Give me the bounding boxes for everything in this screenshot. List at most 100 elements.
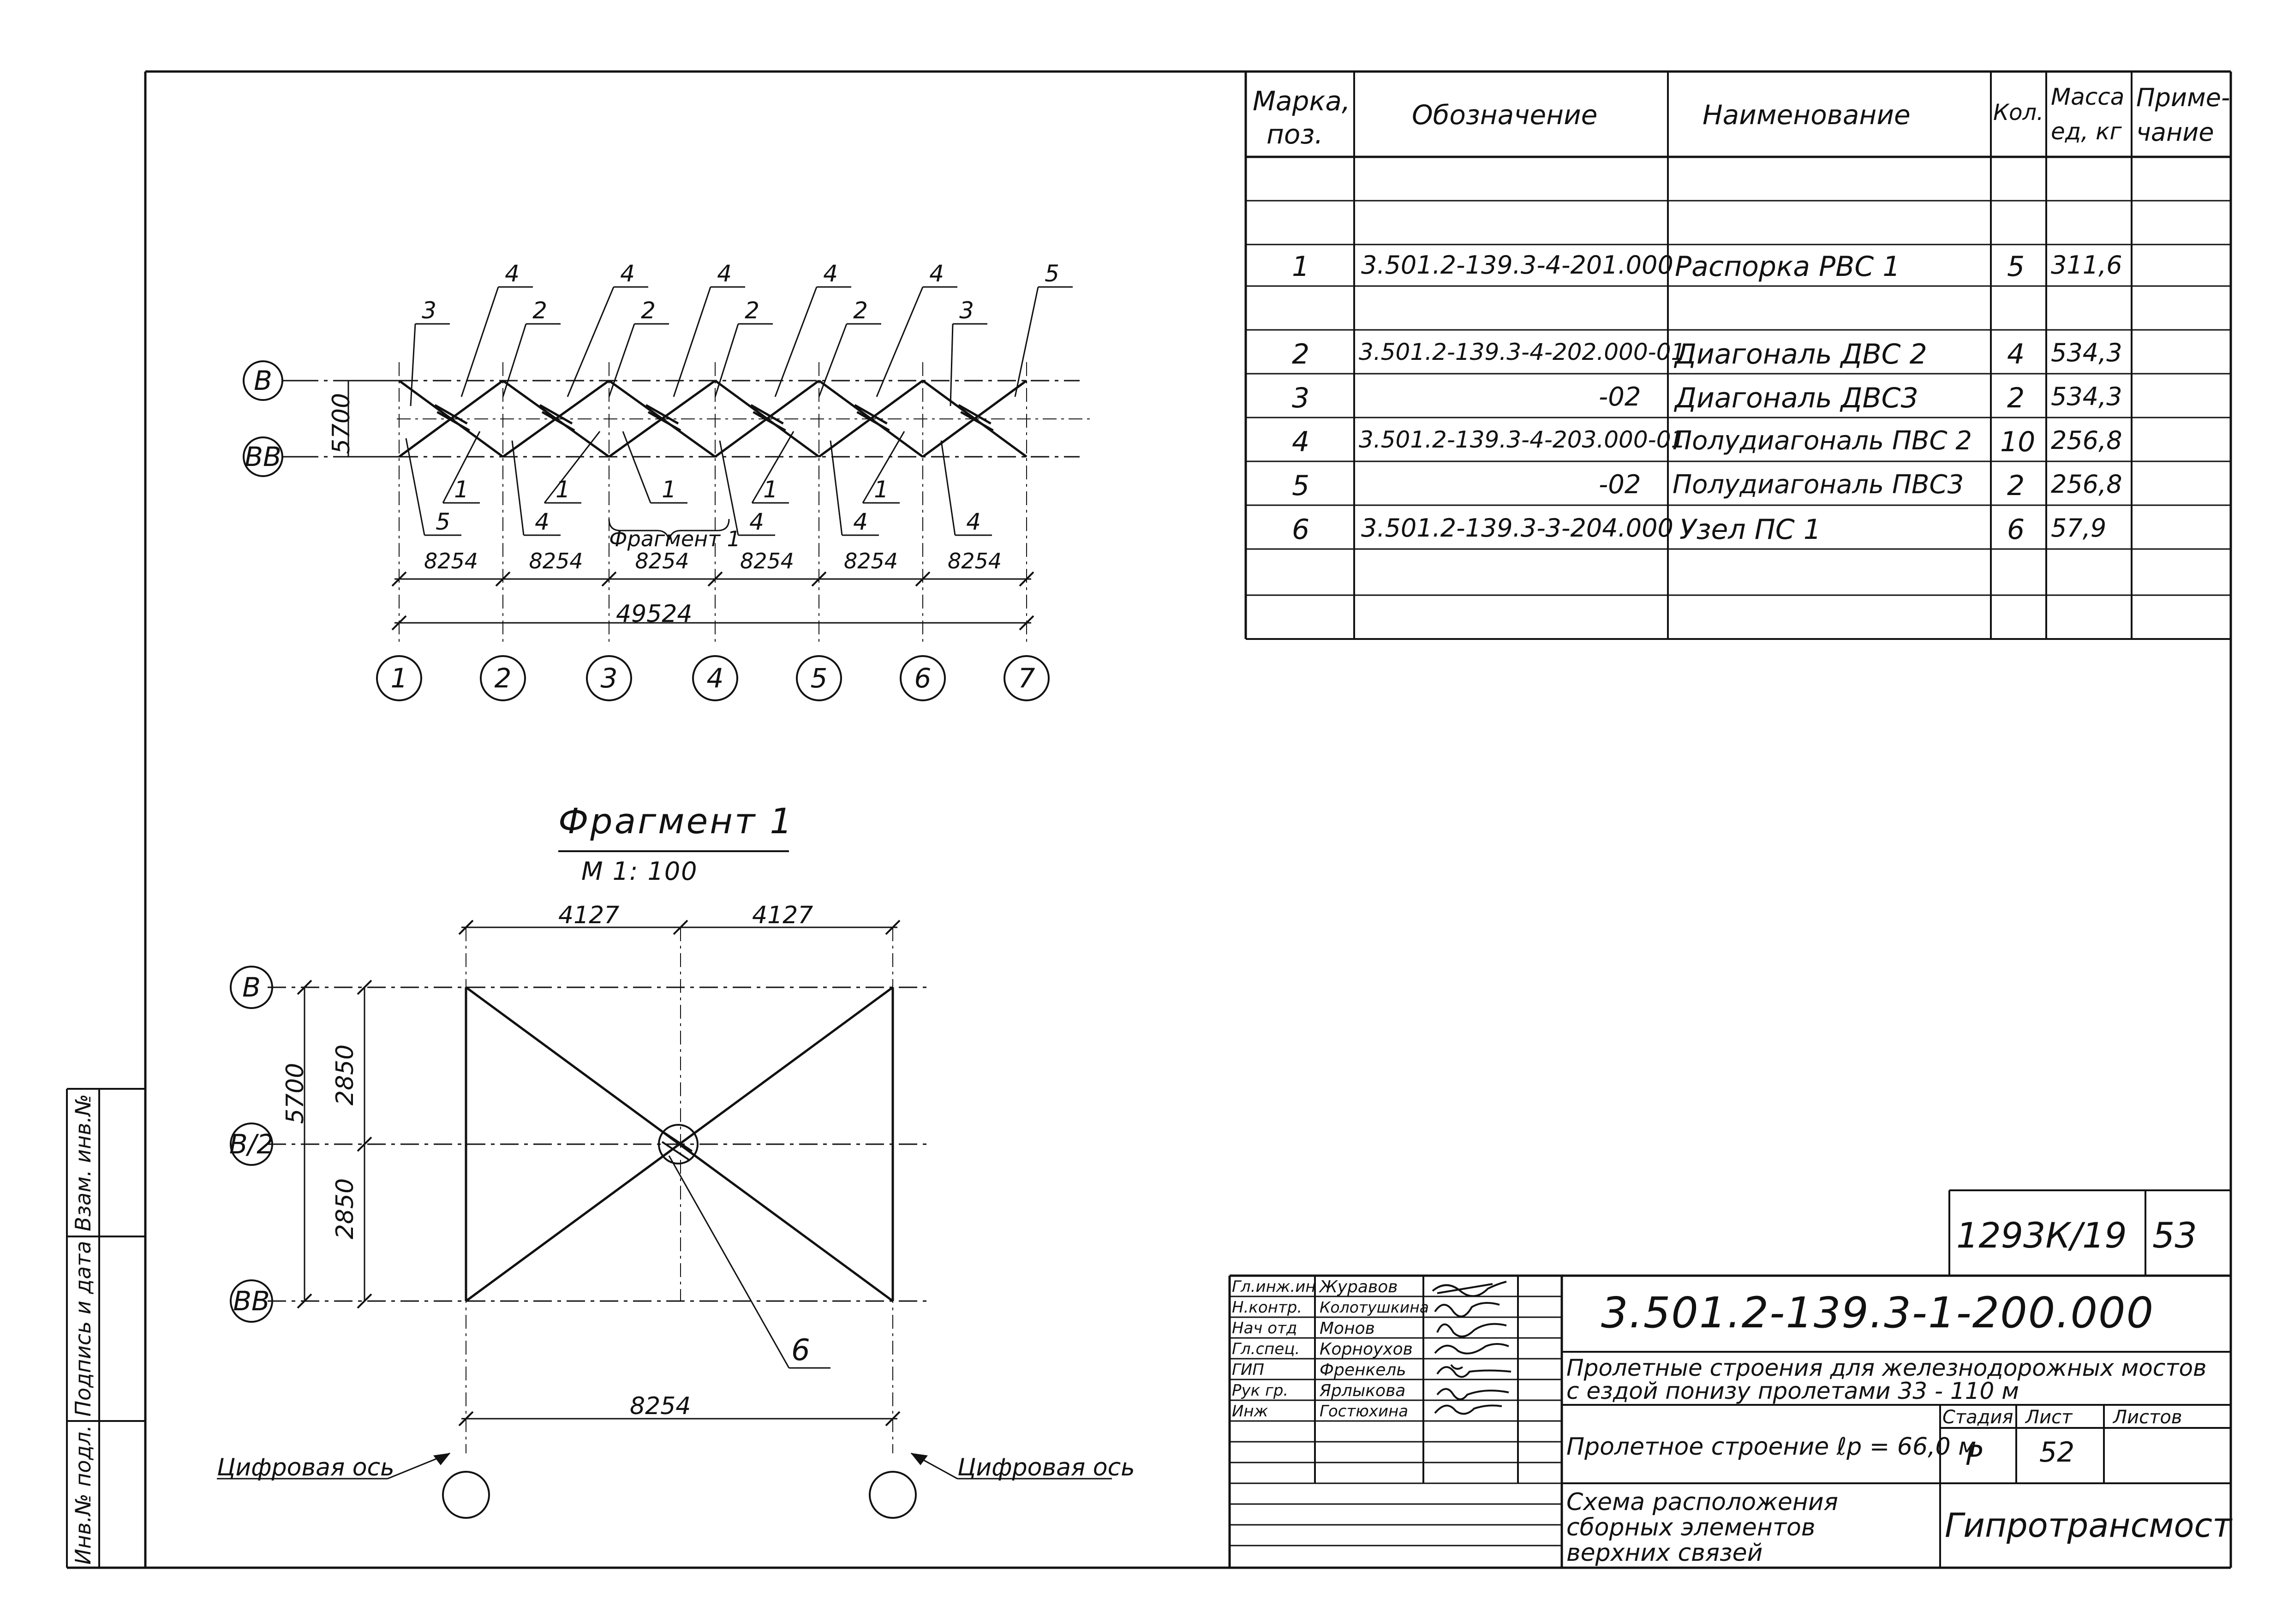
dim-tick (458, 1411, 474, 1427)
fragment-top-dim-2: 4127 (752, 902, 813, 929)
top-label-4: 4 (620, 260, 635, 287)
plan-total-dim: 49524 (616, 600, 693, 628)
object-title: Пролетное строение ℓр = 66,0 м (1566, 1433, 1977, 1461)
node-mark (753, 411, 786, 432)
axis-bubble-circle (230, 966, 273, 1009)
staff-name: Монов (1320, 1319, 1375, 1338)
axis-bubble-label: В (254, 365, 272, 396)
row-qty: 4 (2007, 338, 2025, 370)
node-mark (856, 411, 890, 432)
title-block-grid (1228, 1189, 2231, 1568)
fragment-title: Фрагмент 1 (558, 800, 794, 842)
label-leader (544, 431, 601, 503)
row-mass: 256,8 (2051, 470, 2122, 499)
bay-dim-6: 8254 (948, 549, 1002, 573)
staff-role: Н.контр. (1232, 1298, 1302, 1317)
node-mark (434, 404, 468, 425)
signature-3 (1436, 1323, 1507, 1337)
signature-2 (1434, 1302, 1500, 1318)
bay-dim-1: 8254 (424, 549, 478, 573)
axis-bubble-col-2: 2 (480, 655, 526, 701)
signature-7 (1434, 1404, 1502, 1415)
bottom-label-2: 1 (454, 476, 469, 503)
digital-axis-circle-right (869, 1471, 917, 1519)
dim-tick (357, 1136, 372, 1152)
staff-name: Журавов (1320, 1278, 1398, 1296)
top-label-3: 2 (532, 297, 547, 324)
dim-tick (811, 571, 827, 587)
node-mark (958, 404, 992, 425)
node-mark (960, 411, 994, 432)
album-number: 1293К/19 (1956, 1215, 2127, 1256)
row-qty: 2 (2007, 470, 2025, 502)
axis-bubble-label: 1 (391, 663, 408, 694)
node-mark (541, 411, 575, 432)
staff-name: Корноухов (1320, 1340, 1413, 1359)
dim-tick (458, 919, 474, 935)
row-qty: 10 (2000, 426, 2036, 458)
sheet-label: Лист (2025, 1407, 2073, 1428)
staff-role: Рук гр. (1232, 1381, 1289, 1400)
row-mark: 3 (1292, 382, 1310, 414)
row-designation: 3.501.2-139.3-3-204.000 (1361, 513, 1673, 543)
staff-name: Колотушкина (1320, 1298, 1429, 1316)
row-designation: -02 (1599, 382, 1641, 412)
bay-dim-5: 8254 (844, 549, 898, 573)
top-label-12: 5 (1045, 260, 1059, 287)
node-mark (854, 404, 888, 425)
top-label-9: 2 (853, 297, 868, 324)
axis-bubble-vv: ВВ (243, 436, 283, 477)
axis-bubble-col-3: 3 (586, 655, 632, 701)
dim-tick (391, 571, 407, 587)
staff-name: Ярлыкова (1320, 1381, 1406, 1400)
axis-bubble-label: 7 (1018, 663, 1035, 694)
label-leader (714, 323, 739, 397)
dim-tick (1019, 571, 1034, 587)
row-mark: 1 (1292, 251, 1310, 283)
drawing-title-3: верхних связей (1566, 1539, 1763, 1567)
signature-4 (1434, 1343, 1509, 1355)
label-leader (567, 287, 615, 397)
fragment-node-label: 6 (791, 1333, 810, 1367)
frag-bubble-v2: В/2 (229, 1122, 274, 1166)
label-leader (862, 431, 905, 503)
row-mass: 534,3 (2051, 338, 2122, 367)
node-leader (668, 1155, 790, 1368)
sheet-frame (66, 70, 2232, 1569)
axis-bubble-circle (586, 655, 632, 701)
top-label-1: 3 (422, 297, 436, 324)
row-mass: 311,6 (2051, 251, 2122, 280)
axis-bubble-circle (1004, 655, 1050, 701)
stage-value: Р (1965, 1439, 1983, 1472)
axis-bubble-circle (796, 655, 842, 701)
fragment-half-dim-1: 2850 (331, 1044, 359, 1106)
axis-bubble-label: 3 (601, 663, 618, 694)
top-label-10: 4 (929, 260, 944, 287)
signature-1 (1432, 1281, 1507, 1297)
bottom-label-9: 1 (874, 476, 889, 503)
label-leader (751, 431, 795, 503)
dim-tick (297, 979, 312, 995)
axis-bubble-label: 4 (707, 663, 724, 694)
row-mass: 256,8 (2051, 426, 2122, 455)
row-name: Распорка РВС 1 (1675, 251, 1900, 283)
dim-tick (391, 615, 407, 631)
document-code: 3.501.2-139.3-1-200.000 (1601, 1288, 2155, 1337)
drawing-title-2: сборных элементов (1566, 1514, 1816, 1541)
header-mark-1: Марка, (1253, 85, 1350, 117)
dim-tick (495, 571, 511, 587)
row-designation: -02 (1599, 470, 1641, 500)
row-name: Узел ПС 1 (1679, 513, 1822, 546)
fragment-bottom-dim: 8254 (630, 1392, 691, 1420)
signature-6 (1436, 1388, 1509, 1400)
top-label-2: 4 (505, 260, 520, 287)
header-mass-1: Масса (2051, 84, 2125, 110)
header-note-1: Приме- (2136, 83, 2230, 112)
axis-bubble-label: 2 (495, 663, 512, 694)
bay-dim-2: 8254 (529, 549, 583, 573)
fragment-brace (608, 519, 730, 540)
frag-bubble-vv: ВВ (230, 1279, 273, 1323)
dim-tick (885, 1411, 901, 1427)
arrow-head (433, 1453, 451, 1465)
